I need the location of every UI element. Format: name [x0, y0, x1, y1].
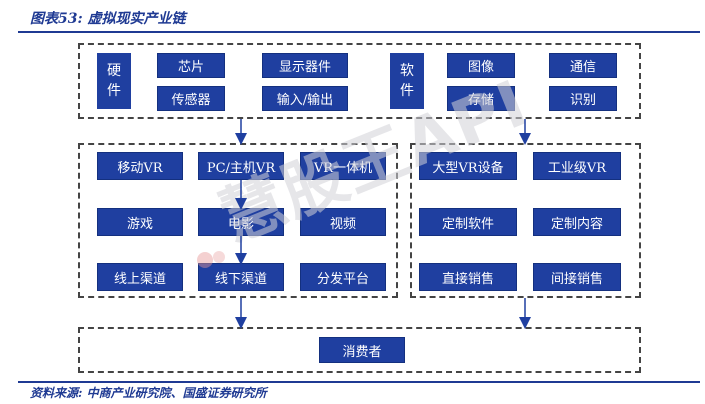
hardware-item-sensor: 传感器 — [157, 86, 225, 111]
consumer-group — [78, 327, 641, 373]
content-item-offline-channel: 线下渠道 — [198, 263, 284, 291]
content-item-online-channel: 线上渠道 — [97, 263, 183, 291]
content-item-distribution-platform: 分发平台 — [300, 263, 386, 291]
device-item-large-vr: 大型VR设备 — [419, 152, 517, 180]
software-item-storage: 存储 — [447, 86, 515, 111]
device-item-indirect-sales: 间接销售 — [533, 263, 621, 291]
hardware-item-chip: 芯片 — [157, 53, 225, 78]
hardware-item-display: 显示器件 — [262, 53, 348, 78]
hardware-label: 硬 件 — [97, 53, 131, 109]
device-item-industrial-vr: 工业级VR — [533, 152, 621, 180]
content-item-mobile-vr: 移动VR — [97, 152, 183, 180]
content-item-movies: 电影 — [198, 208, 284, 236]
hardware-item-io: 输入/输出 — [262, 86, 348, 111]
bottom-rule — [18, 381, 700, 383]
software-item-communication: 通信 — [549, 53, 617, 78]
chart-title: 图表53: 虚拟现实产业链 — [30, 11, 186, 27]
software-item-recognition: 识别 — [549, 86, 617, 111]
source-note: 资料来源: 中商产业研究院、国盛证券研究所 — [30, 386, 267, 400]
content-item-video: 视频 — [300, 208, 386, 236]
upstream-group — [78, 43, 641, 119]
software-item-image: 图像 — [447, 53, 515, 78]
content-item-pc-vr: PC/主机VR — [198, 152, 284, 180]
consumer-box: 消费者 — [319, 337, 405, 363]
content-item-games: 游戏 — [97, 208, 183, 236]
watermark-logo-icon — [197, 251, 225, 268]
device-item-direct-sales: 直接销售 — [419, 263, 517, 291]
content-item-all-in-one-vr: VR一体机 — [300, 152, 386, 180]
device-item-custom-content: 定制内容 — [533, 208, 621, 236]
top-rule — [18, 31, 700, 33]
software-label: 软 件 — [390, 53, 424, 109]
device-item-custom-software: 定制软件 — [419, 208, 517, 236]
